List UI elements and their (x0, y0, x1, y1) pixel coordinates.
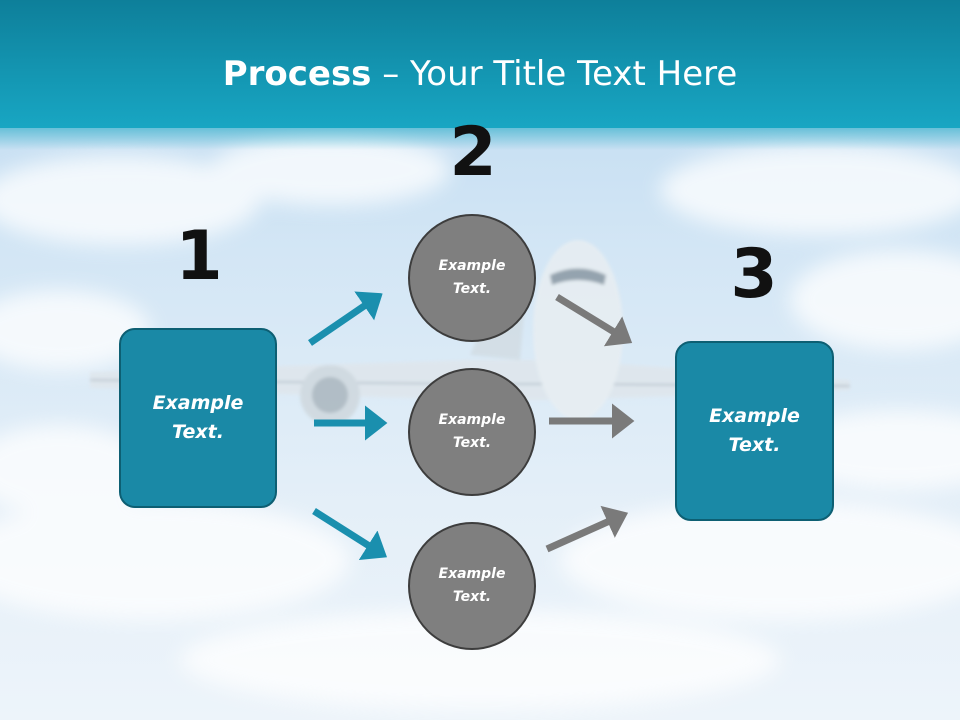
step-2-circle-bottom: Example Text. (408, 522, 536, 650)
step-number-2: 2 (449, 113, 497, 192)
arrow-bottom-to-3 (545, 505, 629, 553)
arrow-1-to-top (308, 291, 383, 346)
circle-middle-text: Example Text. (438, 412, 506, 451)
circle-top-text: Example Text. (438, 258, 506, 297)
step-2-circle-top: Example Text. (408, 214, 536, 342)
slide-title: Process – Your Title Text Here (0, 52, 960, 96)
step-2-circle-middle: Example Text. (408, 368, 536, 496)
circle-bottom-text: Example Text. (438, 566, 506, 605)
step-1-text: Example Text. (152, 392, 244, 443)
arrow-top-to-3 (555, 294, 633, 347)
step-number-3: 3 (730, 235, 778, 314)
title-bold: Process (222, 54, 372, 94)
step-3-box: Example Text. (675, 341, 834, 521)
arrow-1-to-bottom (312, 508, 388, 561)
step-number-1: 1 (175, 217, 223, 296)
title-rest: – Your Title Text Here (371, 54, 738, 94)
title-bar (0, 0, 960, 150)
step-3-text: Example Text. (709, 405, 800, 456)
step-1-box: Example Text. (119, 328, 277, 508)
